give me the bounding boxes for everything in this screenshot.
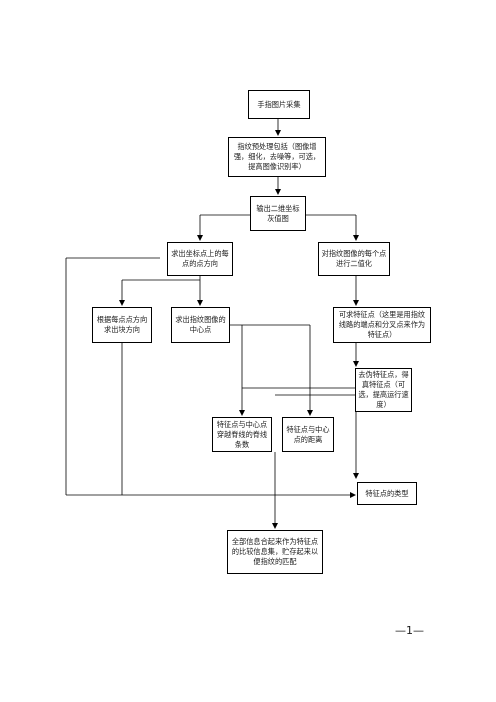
node-minutiae-text: 可求特征点（这里是用指纹线路的端点和分叉点来作为特征点） (338, 310, 426, 339)
node-capture-text: 手指图片采集 (257, 99, 301, 109)
node-binarize: 对指纹图像的每个点进行二值化 (318, 242, 390, 276)
node-minutiae: 可求特征点（这里是用指纹线路的端点和分叉点来作为特征点） (333, 307, 431, 343)
node-gray: 输出二维坐标灰值图 (250, 196, 306, 231)
node-combine-text: 全部信息合起来作为特征点的比较信息集，贮存起来以便指纹的匹配 (231, 537, 319, 566)
node-gray-text: 输出二维坐标灰值图 (256, 203, 300, 223)
node-ridge-count-text: 特征点与中心点穿越脊线的脊线条数 (216, 419, 268, 449)
node-direction: 求出坐标点上的每点的点方向 (167, 242, 233, 276)
node-capture: 手指图片采集 (248, 90, 310, 119)
node-type-text: 特征点的类型 (365, 488, 409, 498)
node-distance: 特征点与中心点的距离 (282, 417, 334, 452)
node-block-dir: 根据每点点方向求出块方向 (92, 307, 152, 343)
node-distance-text: 特征点与中心点的距离 (286, 424, 330, 444)
page-number: —1— (395, 624, 424, 637)
node-center: 求出指纹图像的中心点 (171, 307, 230, 343)
node-ridge-count: 特征点与中心点穿越脊线的脊线条数 (212, 417, 272, 452)
node-type: 特征点的类型 (357, 482, 417, 505)
node-preprocess-text: 指纹预处理包括（图像增强，细化，去噪等，可选，提高图像识别率） (233, 142, 321, 171)
node-remove-false: 去伪特征点，得真特征点（可选，提高运行速度） (355, 368, 412, 412)
node-remove-false-text: 去伪特征点，得真特征点（可选，提高运行速度） (358, 370, 409, 409)
node-direction-text: 求出坐标点上的每点的点方向 (171, 249, 229, 268)
node-combine: 全部信息合起来作为特征点的比较信息集，贮存起来以便指纹的匹配 (227, 530, 323, 574)
node-center-text: 求出指纹图像的中心点 (175, 315, 226, 334)
node-binarize-text: 对指纹图像的每个点进行二值化 (321, 249, 387, 268)
node-block-dir-text: 根据每点点方向求出块方向 (96, 315, 148, 334)
node-preprocess: 指纹预处理包括（图像增强，细化，去噪等，可选，提高图像识别率） (228, 137, 326, 177)
